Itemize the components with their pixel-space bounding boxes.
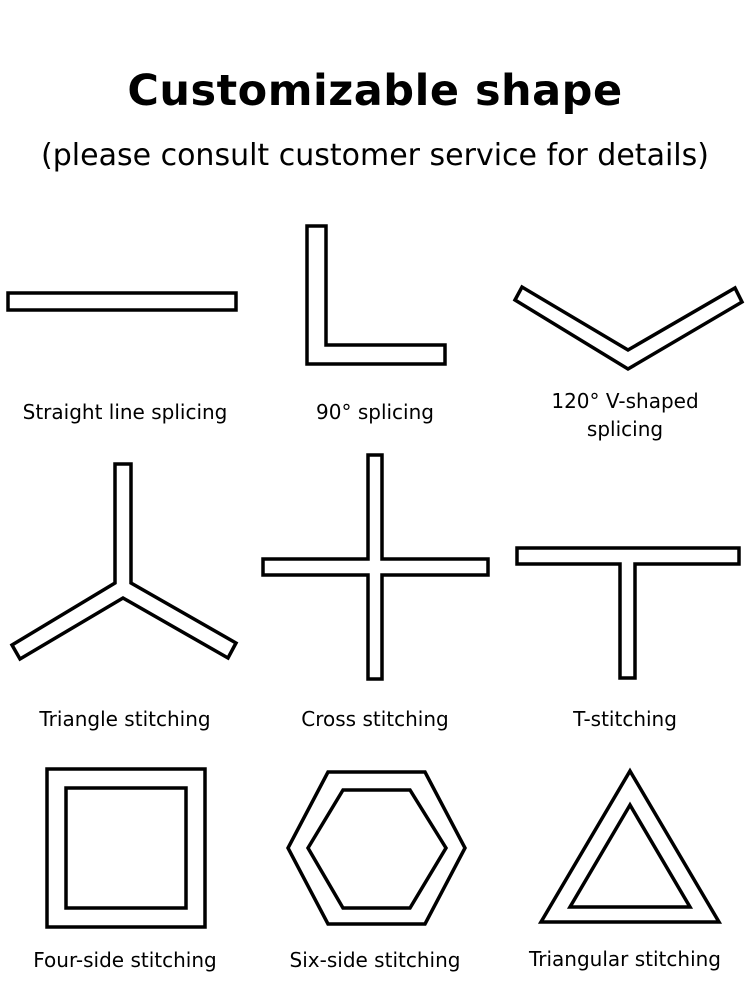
triangle-frame-shape: [537, 767, 723, 924]
label-cross: Cross stitching: [301, 707, 449, 731]
label-v-shaped: 120° V-shaped splicing: [551, 389, 699, 441]
t-shape-shape: [515, 546, 741, 680]
label-hexagon-frame: Six-side stitching: [289, 948, 461, 972]
triangle-y-shape: [9, 462, 239, 662]
hexagon-frame-shape: [286, 770, 467, 926]
label-triangle-frame: Triangular stitching: [528, 947, 721, 971]
page-subtitle: (please consult customer service for det…: [41, 138, 709, 173]
label-square-frame: Four-side stitching: [33, 948, 217, 972]
page-title: Customizable shape: [127, 66, 623, 116]
label-t-shape: T-stitching: [573, 707, 677, 731]
label-ninety-degree: 90° splicing: [316, 400, 434, 424]
v-shaped-shape: [512, 284, 745, 372]
square-frame-shape: [45, 767, 207, 929]
label-straight-line: Straight line splicing: [22, 400, 228, 424]
ninety-degree-shape: [305, 224, 447, 366]
straight-line-shape: [6, 291, 238, 312]
label-triangle-y: Triangle stitching: [39, 707, 211, 731]
cross-shape: [261, 453, 490, 681]
